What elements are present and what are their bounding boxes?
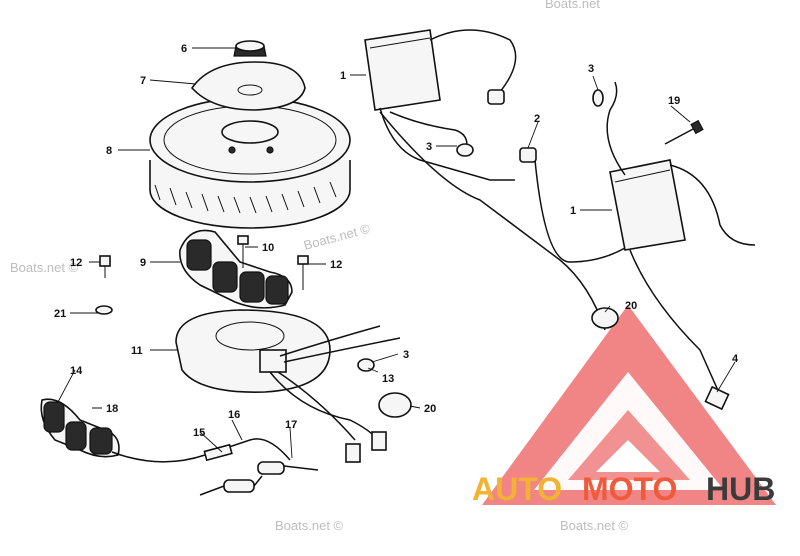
callout-4: 4 [732,353,739,365]
screw-12-left [99,255,111,278]
callout-20-upper: 20 [625,300,637,312]
callout-3-upper: 3 [588,63,594,75]
callout-18: 18 [106,403,118,415]
callout-10: 10 [262,242,274,254]
callout-7: 7 [140,75,146,87]
o-ring-20-lower [378,392,412,418]
grommet-3-lower [357,358,375,372]
callout-1-upper: 1 [340,70,346,82]
logo-wordmark: AUTO MOTO HUB [472,471,775,507]
watermark-top-right: Boats.net [545,0,600,11]
callout-11: 11 [131,345,143,357]
callout-13: 13 [382,373,394,385]
screw-10 [237,235,249,268]
logo-hub: HUB [706,471,775,507]
callout-19: 19 [668,95,680,107]
washer-21 [95,305,113,315]
callout-12-right: 12 [330,259,342,271]
temperature-switch-4 [704,385,730,411]
flywheel-plate [190,61,306,111]
callout-14: 14 [70,365,83,377]
callout-16: 16 [228,409,240,421]
callout-17: 17 [285,419,297,431]
callout-21: 21 [54,308,66,320]
callout-2: 2 [534,113,540,125]
watermark-left: Boats.net © [10,260,79,275]
callout-12-left: 12 [70,257,82,269]
flywheel-nut [233,40,267,57]
lower-stator-coil [40,398,319,496]
power-pack-upper [364,29,606,331]
bolt-19 [664,119,704,145]
o-ring-20-upper [591,307,619,329]
stator-base-plate [175,309,401,463]
callout-15: 15 [193,427,205,439]
callout-6: 6 [181,43,187,55]
callout-20-lower: 20 [424,403,436,415]
watermark-bottom-left: Boats.net © [275,518,344,533]
power-pack-right [519,81,756,396]
logo-triangle [482,305,776,505]
logo-moto: MOTO [582,471,677,507]
watermark-bottom-right: Boats.net © [560,518,629,533]
flywheel [149,97,351,229]
callout-3-middle: 3 [426,141,432,153]
callout-3-lower: 3 [403,349,409,361]
callout-1-right: 1 [570,205,576,217]
callout-9: 9 [140,257,146,269]
screw-12-right [297,255,309,290]
watermark-mid: Boats.net © [302,221,372,253]
logo-auto: AUTO [472,471,562,507]
stator-coil [179,229,293,309]
callout-8: 8 [106,145,112,157]
